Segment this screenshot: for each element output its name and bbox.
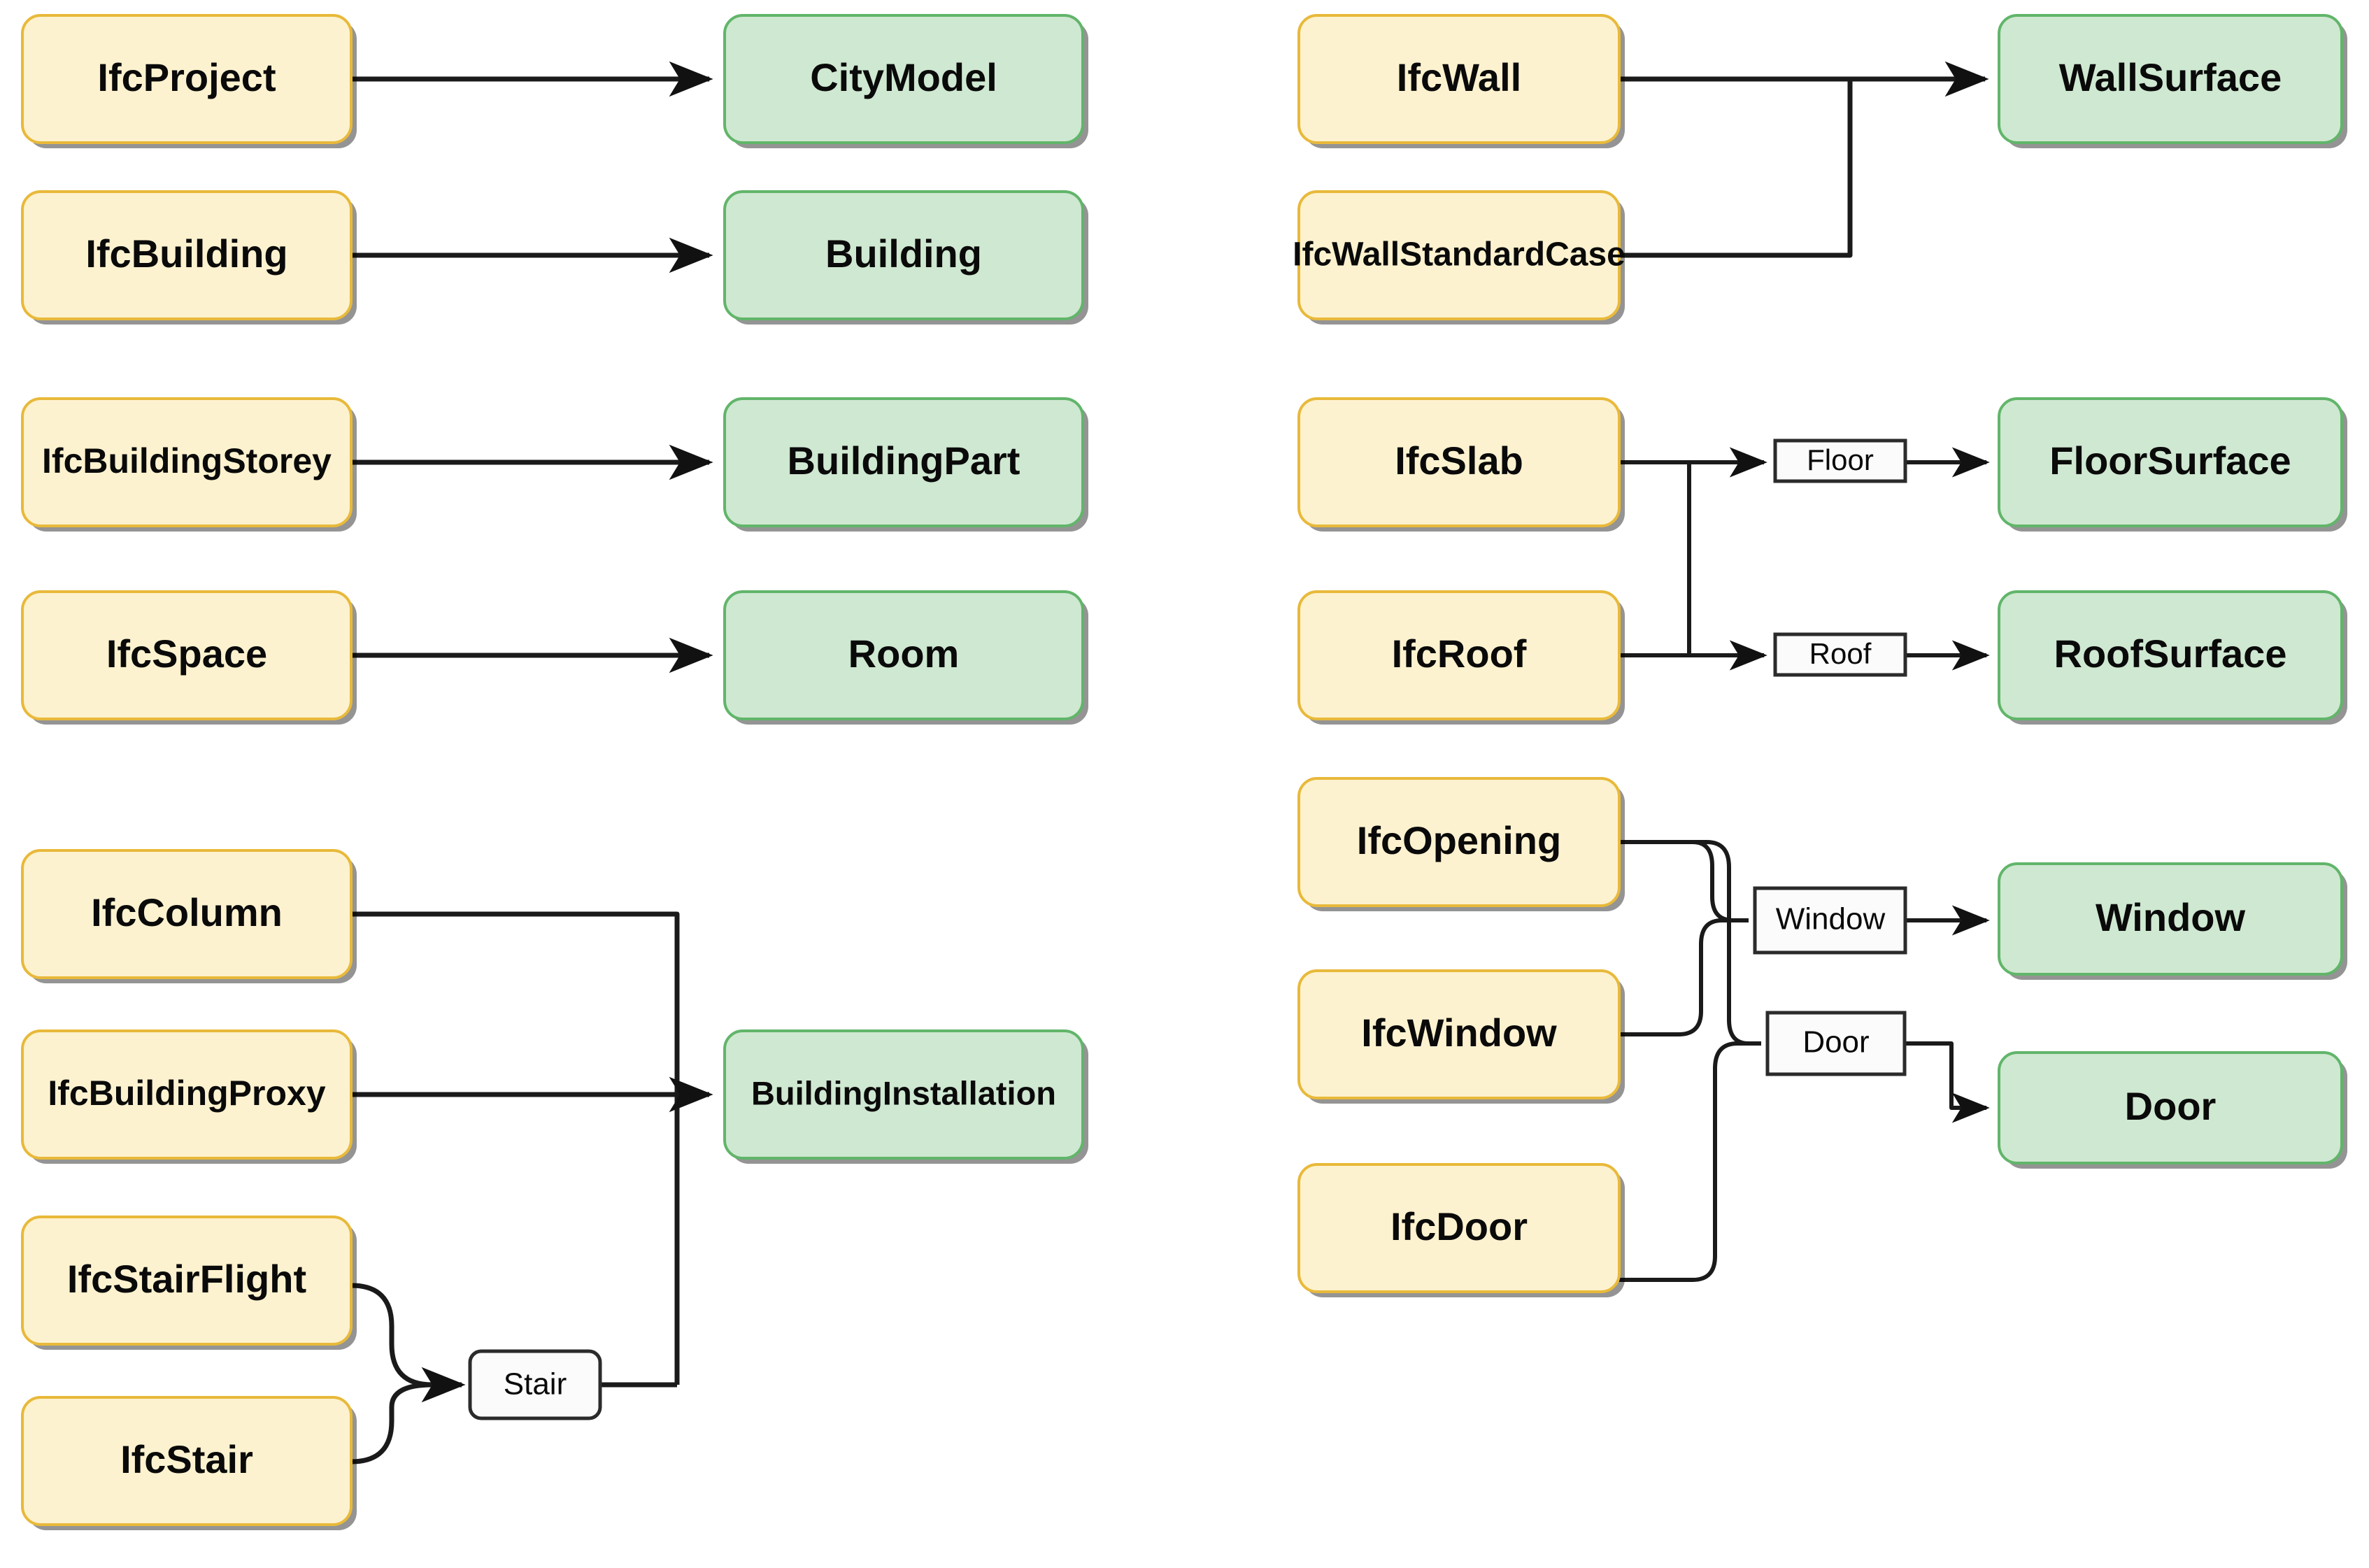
node-floor-surface[interactable]: FloorSurface (1998, 397, 2347, 532)
edge-ifcstair-stair (350, 1382, 433, 1464)
node-label: CityModel (810, 55, 997, 99)
node-ifc-building-proxy[interactable]: IfcBuildingProxy (21, 1029, 357, 1164)
node-city-model[interactable]: CityModel (723, 14, 1088, 148)
edge-label-roof[interactable]: Roof (1773, 632, 1907, 677)
node-label: IfcStair (120, 1437, 253, 1481)
target-nodes-layer: CityModel Building BuildingPart Room (723, 14, 2347, 1169)
node-window[interactable]: Window (1998, 862, 2347, 980)
node-ifc-building[interactable]: IfcBuilding (21, 190, 357, 325)
node-label: IfcSlab (1395, 439, 1523, 483)
node-ifc-door[interactable]: IfcDoor (1297, 1163, 1625, 1297)
node-ifc-wall-standard-case[interactable]: IfcWallStandardCase (1293, 190, 1625, 325)
node-building-installation[interactable]: BuildingInstallation (723, 1029, 1088, 1164)
node-ifc-stair-flight[interactable]: IfcStairFlight (21, 1216, 357, 1350)
edge-label-stair[interactable]: Stair (468, 1349, 602, 1420)
source-nodes-layer: IfcProject IfcBuilding IfcBuildingStorey… (21, 14, 1625, 1530)
node-label: Window (2096, 895, 2246, 939)
node-ifc-stair[interactable]: IfcStair (21, 1396, 357, 1530)
node-label: IfcBuilding (85, 231, 287, 276)
node-label: Building (825, 231, 982, 276)
node-building[interactable]: Building (723, 190, 1088, 325)
node-label: FloorSurface (2049, 439, 2291, 483)
edge-label-text: Stair (504, 1367, 567, 1402)
edge-label-window[interactable]: Window (1753, 886, 1907, 955)
node-label: IfcWallStandardCase (1293, 236, 1625, 273)
node-ifc-window[interactable]: IfcWindow (1297, 969, 1625, 1104)
edge-label-text: Door (1802, 1025, 1869, 1060)
node-label: IfcOpening (1357, 818, 1561, 862)
node-label: IfcBuildingStorey (42, 441, 332, 480)
edge-ifcdoor-door (1619, 1041, 1761, 1282)
edge-label-door[interactable]: Door (1765, 1011, 1907, 1076)
edge-ifcstairflight-stair (350, 1283, 433, 1388)
node-label: IfcRoof (1392, 632, 1527, 676)
node-label: Door (2125, 1084, 2217, 1128)
node-label: IfcColumn (91, 890, 283, 934)
edge-label-floor[interactable]: Floor (1773, 439, 1907, 483)
node-label: Room (848, 632, 960, 676)
edge-label-text: Roof (1809, 637, 1872, 670)
node-ifc-column[interactable]: IfcColumn (21, 849, 357, 983)
node-ifc-building-storey[interactable]: IfcBuildingStorey (21, 397, 357, 532)
node-roof-surface[interactable]: RoofSurface (1998, 590, 2347, 725)
node-label: BuildingInstallation (751, 1074, 1056, 1111)
node-label: IfcWall (1397, 55, 1521, 99)
edge-doorlabel-doorbox (1905, 1041, 1990, 1123)
edge-ifcwallstandardcase-wallsurface (1619, 79, 1853, 258)
node-ifc-slab[interactable]: IfcSlab (1297, 397, 1625, 532)
edge-ifcwindow-window (1619, 918, 1749, 1036)
node-label: IfcWindow (1361, 1011, 1557, 1055)
node-label: WallSurface (2059, 55, 2282, 99)
edge-label-text: Window (1776, 902, 1886, 936)
node-building-part[interactable]: BuildingPart (723, 397, 1088, 532)
node-door[interactable]: Door (1998, 1051, 2347, 1169)
node-ifc-space[interactable]: IfcSpace (21, 590, 357, 725)
node-wall-surface[interactable]: WallSurface (1998, 14, 2347, 148)
node-ifc-wall[interactable]: IfcWall (1297, 14, 1625, 148)
node-ifc-roof[interactable]: IfcRoof (1297, 590, 1625, 725)
node-label: RoofSurface (2054, 632, 2287, 676)
edge-label-boxes-layer: Stair Floor Roof Window Door (468, 439, 1907, 1420)
node-label: IfcProject (97, 55, 276, 99)
node-ifc-project[interactable]: IfcProject (21, 14, 357, 148)
node-label: IfcStairFlight (67, 1257, 306, 1301)
node-ifc-opening[interactable]: IfcOpening (1297, 777, 1625, 911)
node-label: IfcBuildingProxy (48, 1074, 325, 1113)
edge-label-text: Floor (1807, 443, 1874, 476)
node-label: IfcDoor (1390, 1204, 1528, 1248)
node-label: IfcSpace (106, 632, 267, 676)
edge-ifccolumn-buildinginstallation (351, 911, 680, 1385)
node-room[interactable]: Room (723, 590, 1088, 725)
node-label: BuildingPart (788, 439, 1020, 483)
edges-layer (350, 61, 1990, 1464)
